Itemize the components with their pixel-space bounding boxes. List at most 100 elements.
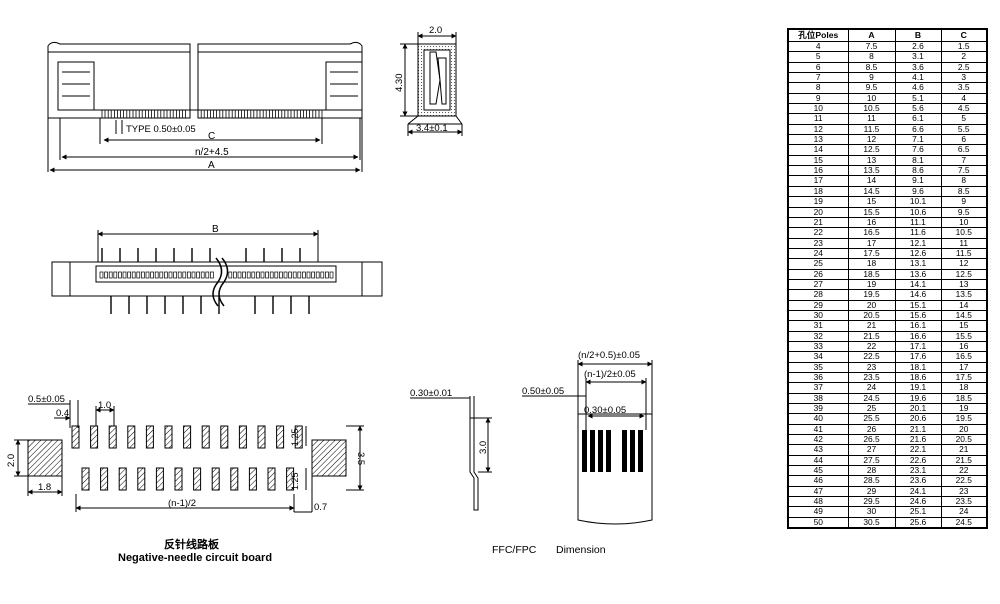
front-pin [182, 109, 187, 119]
pcb-pad [238, 425, 247, 449]
ffc-trace [590, 430, 595, 472]
table-cell: 10 [847, 92, 896, 105]
pcb-pad [286, 467, 295, 491]
table-cell: 24 [847, 382, 896, 394]
table-cell: 4 [787, 40, 849, 53]
table-cell: 38 [787, 392, 849, 405]
contact-pin [329, 271, 334, 279]
table-cell: 18 [847, 258, 896, 270]
table-cell: 31 [787, 320, 849, 332]
table-cell: 23 [847, 361, 896, 374]
ffc-trace [598, 430, 603, 472]
pcb-n1-label: (n-1)/2 [168, 498, 196, 509]
pcb-pad [257, 425, 266, 449]
contact-pin [205, 271, 210, 279]
table-cell: 12.1 [894, 237, 942, 249]
table-cell: 12.6 [894, 247, 942, 260]
table-cell: 6.6 [894, 123, 942, 136]
table-cell: 42 [787, 434, 849, 446]
table-cell: 3.1 [894, 51, 942, 63]
table-cell: 20.5 [940, 434, 988, 446]
front-pin [318, 109, 323, 119]
table-cell: 21.1 [894, 423, 942, 436]
table-cell: 18 [940, 382, 988, 394]
contact-pin [237, 271, 242, 279]
contact-pin [283, 271, 288, 279]
table-cell: 19 [940, 403, 988, 415]
contact-pin [159, 271, 164, 279]
table-cell: 7.5 [940, 165, 988, 177]
table-cell: 9.6 [894, 185, 942, 198]
table-cell: 7.6 [894, 144, 942, 156]
table-cell: 45 [787, 465, 849, 477]
front-pin [144, 109, 149, 119]
table-cell: 37 [787, 382, 849, 394]
table-cell: 5 [940, 113, 988, 125]
contact-pin [177, 271, 182, 279]
table-cell: 14 [940, 299, 988, 311]
pcb-pad [267, 467, 276, 491]
ffc-title-b: Dimension [556, 544, 606, 556]
table-cell: 10.5 [940, 227, 988, 239]
ffc-title-a: FFC/FPC [492, 544, 537, 556]
contact-pin [99, 271, 104, 279]
contact-pin [306, 271, 311, 279]
front-pin [200, 109, 205, 119]
table-cell: 15 [940, 320, 988, 332]
table-cell: 2.6 [894, 40, 942, 53]
table-cell: 16 [940, 340, 988, 353]
front-pin [138, 109, 143, 119]
table-cell: 11 [847, 113, 896, 125]
front-pin [237, 109, 242, 119]
table-cell: 24.5 [940, 516, 988, 529]
table-cell: 17 [787, 175, 849, 187]
contact-pin [104, 271, 108, 279]
table-cell: 4.5 [940, 103, 988, 115]
pcb-pad [71, 425, 80, 449]
table-cell: 30.5 [847, 516, 896, 529]
table-cell: 17 [847, 237, 896, 249]
dim-top-width-label: 2.0 [429, 25, 442, 36]
table-cell: 43 [787, 444, 849, 456]
table-cell: 7 [787, 72, 849, 84]
table-cell: 5.1 [894, 92, 942, 105]
ffc-trace [582, 430, 587, 472]
pcb-35-label: 3.5 [355, 452, 366, 465]
contact-pin [187, 271, 191, 279]
table-cell: 8.5 [940, 185, 988, 198]
table-cell: 25.5 [847, 413, 896, 425]
table-cell: 41 [787, 423, 849, 436]
table-cell: 24.5 [847, 392, 896, 405]
table-cell: 16 [847, 216, 896, 229]
table-cell: 21 [787, 216, 849, 229]
ffc-front-view [522, 360, 653, 525]
table-cell: 4.6 [894, 82, 942, 94]
table-cell: 25 [787, 258, 849, 270]
table-cell: 46 [787, 475, 849, 487]
table-cell: 27 [847, 444, 896, 456]
dim-b-label: B [212, 224, 219, 235]
table-cell: 47 [787, 485, 849, 498]
header-a: A [847, 28, 896, 42]
pcb-pad [294, 425, 303, 449]
table-cell: 18.1 [894, 361, 942, 374]
table-cell: 11 [787, 113, 849, 125]
table-cell: 39 [787, 403, 849, 415]
contact-pin [210, 271, 214, 279]
table-cell: 26 [847, 423, 896, 436]
contact-pin [320, 271, 325, 279]
contact-pin [311, 271, 315, 279]
table-cell: 10.1 [894, 196, 942, 208]
